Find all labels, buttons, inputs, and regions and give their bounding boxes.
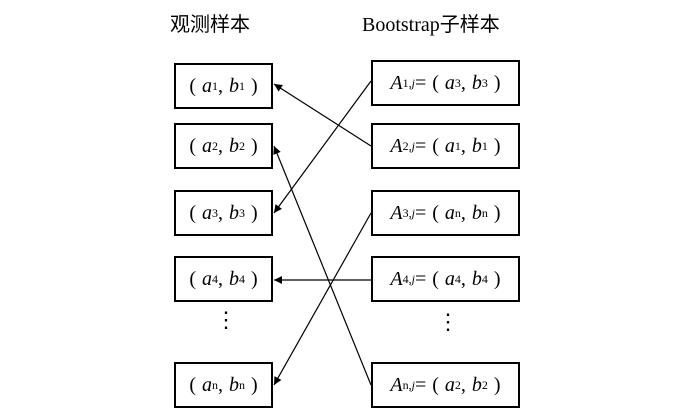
bootstrap-samples-heading: Bootstrap子样本	[362, 14, 500, 36]
bootstrap-ellipsis: ⋮	[437, 309, 459, 334]
observed-ellipsis: ⋮	[215, 307, 237, 332]
observed-samples-heading: 观测样本	[170, 14, 250, 36]
arrow-bootstrap-1-to-observed-3	[273, 80, 372, 214]
arrow-bootstrap-6-to-observed-2	[273, 145, 372, 386]
arrow-bootstrap-3-to-observed-6	[273, 212, 372, 386]
arrow-bootstrap-2-to-observed-1	[273, 83, 372, 147]
